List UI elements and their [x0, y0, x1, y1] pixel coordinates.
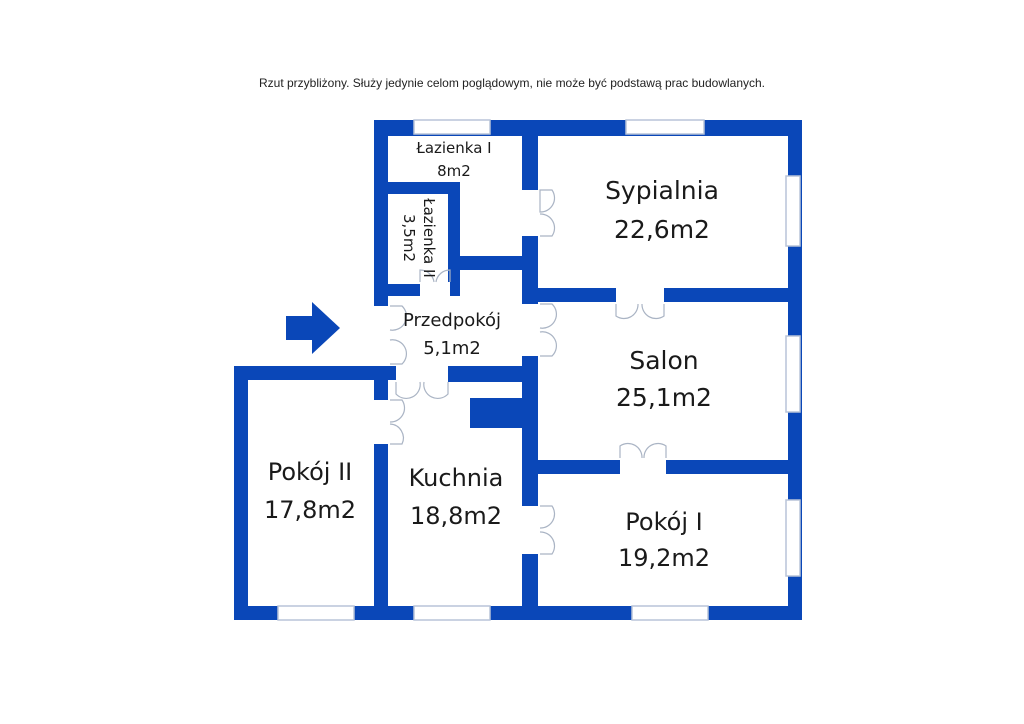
window	[413, 119, 491, 135]
wall-bath-divider	[388, 182, 458, 194]
room-area-pokoj2: 17,8m2	[264, 496, 356, 524]
window	[631, 605, 709, 621]
window	[413, 605, 491, 621]
room-area-sypialnia: 22,6m2	[614, 215, 710, 244]
room-name-przedpokoj: Przedpokój	[403, 310, 501, 331]
room-area-lazienka2: 3,5m2	[400, 214, 418, 262]
wall-pokoj2-top	[234, 366, 388, 380]
room-area-lazienka1: 8m2	[437, 162, 471, 180]
room-area-kuchnia: 18,8m2	[410, 502, 502, 530]
wall-hall-bottom2	[448, 366, 538, 382]
room-name-sypialnia: Sypialnia	[605, 176, 719, 205]
window	[625, 119, 705, 135]
disclaimer-text: Rzut przybliżony. Służy jedynie celom po…	[258, 76, 766, 90]
room-area-przedpokoj: 5,1m2	[423, 338, 481, 359]
wall-kuchnia-right	[522, 366, 538, 620]
wall-hall-bottom	[374, 366, 396, 380]
wall-bath-sypialnia	[460, 256, 538, 270]
room-name-salon: Salon	[629, 346, 698, 375]
room-name-lazienka1: Łazienka I	[415, 139, 491, 157]
window	[785, 499, 801, 577]
doors	[389, 189, 667, 555]
window	[277, 605, 355, 621]
wall-left-upper	[374, 120, 388, 306]
room-area-pokoj1: 19,2m2	[618, 544, 710, 572]
wall-bath2-right	[448, 182, 460, 284]
door-openings	[372, 190, 666, 554]
window	[785, 335, 801, 413]
room-name-pokoj1: Pokój I	[625, 508, 702, 536]
room-area-salon: 25,1m2	[616, 383, 712, 412]
arrow-right-icon	[286, 302, 340, 354]
room-name-lazienka2: Łazienka II	[420, 197, 438, 278]
room-name-kuchnia: Kuchnia	[409, 464, 504, 492]
wall-left-lower	[234, 366, 248, 620]
window	[785, 175, 801, 247]
room-name-pokoj2: Pokój II	[268, 458, 352, 486]
windows	[277, 119, 801, 621]
